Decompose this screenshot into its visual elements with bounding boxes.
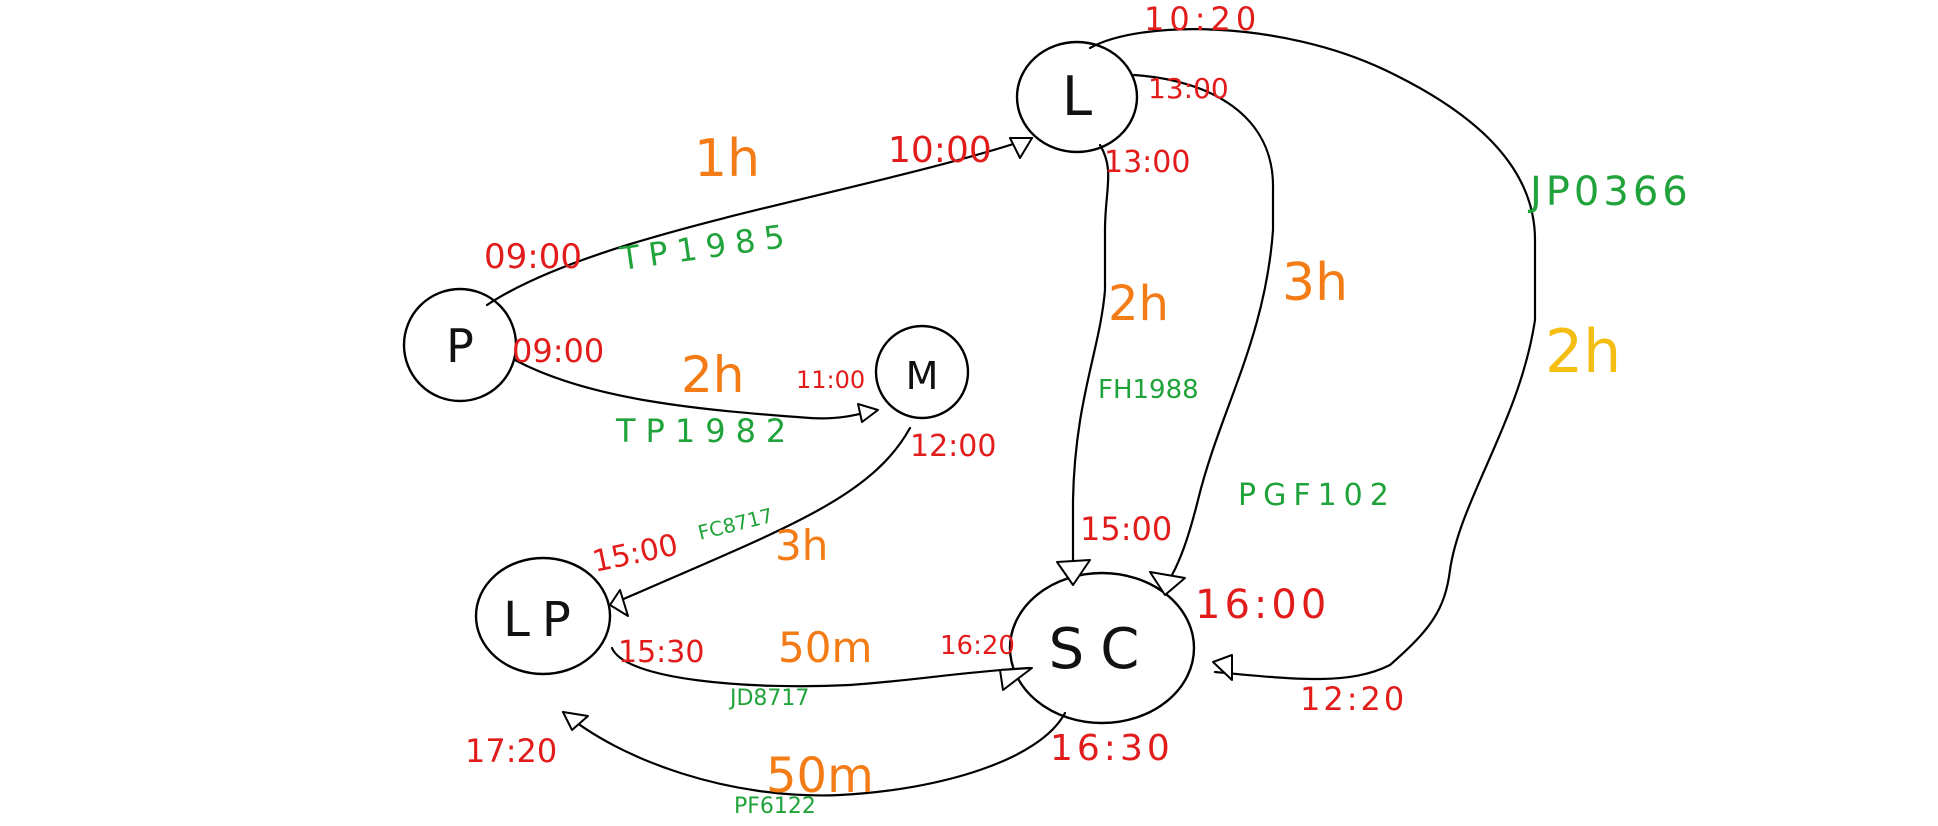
node-lp: LP xyxy=(474,556,612,676)
label-m-lp-arrive: 15:00 xyxy=(589,528,681,580)
label-l-sc-b-duration: 3h xyxy=(1282,253,1348,313)
edge-m-lp-arrowhead xyxy=(609,589,629,617)
edge-sc-lp-arrowhead xyxy=(562,711,589,731)
label-m-lp-depart: 12:00 xyxy=(910,429,996,464)
node-sc-label: SC xyxy=(1049,617,1156,682)
node-lp-label: LP xyxy=(503,592,583,648)
label-sc-lp-arrive: 17:20 xyxy=(465,732,557,770)
edge-l-sc-c-arrowhead xyxy=(1212,654,1233,681)
edge-l-sc-b-arrowhead xyxy=(1149,571,1186,596)
label-p-l-duration: 1h xyxy=(694,129,760,189)
label-sc-lp-duration: 50m xyxy=(766,748,874,804)
node-sc: SC xyxy=(1008,571,1196,725)
label-p-l-arrive: 10:00 xyxy=(888,130,992,171)
edge-lp-sc xyxy=(610,646,1032,688)
node-l-label: L xyxy=(1062,65,1092,128)
label-l-sc-a-depart: 13:00 xyxy=(1104,145,1190,180)
node-l: L xyxy=(1015,40,1139,154)
label-l-sc-c-depart: 10:20 xyxy=(1144,0,1261,38)
node-p: P xyxy=(402,287,518,403)
edge-p-m xyxy=(513,358,878,420)
node-m: M xyxy=(874,324,970,420)
edge-l-sc-a-arrowhead xyxy=(1056,559,1091,586)
edge-l-sc-c xyxy=(1088,28,1537,681)
label-l-sc-c-flight: JP0366 xyxy=(1527,169,1692,215)
edge-l-sc-b xyxy=(1132,73,1275,577)
label-lp-sc-arrive: 16:20 xyxy=(940,631,1015,661)
label-m-lp-duration: 3h xyxy=(775,521,828,570)
node-p-label: P xyxy=(446,319,474,373)
label-lp-sc-depart: 15:30 xyxy=(618,635,704,670)
label-p-m-depart: 09:00 xyxy=(512,332,604,370)
label-l-sc-a-arrive: 15:00 xyxy=(1080,510,1172,548)
label-l-sc-b-arrive: 16:00 xyxy=(1195,582,1330,628)
edge-sc-lp xyxy=(561,710,1067,797)
node-m-circle xyxy=(874,324,970,420)
label-sc-lp-depart: 16:30 xyxy=(1050,728,1174,769)
label-p-m-duration: 2h xyxy=(681,346,745,404)
node-p-circle xyxy=(402,287,518,403)
label-sc-lp-flight: PF6122 xyxy=(734,794,816,819)
node-l-circle xyxy=(1015,40,1139,154)
label-lp-sc-duration: 50m xyxy=(778,623,872,672)
label-l-sc-b-flight: PGF102 xyxy=(1238,478,1396,513)
edge-p-l-arrowhead xyxy=(1009,137,1033,159)
edge-p-l xyxy=(485,136,1034,307)
edge-m-lp xyxy=(608,426,912,607)
label-p-m-flight: TP1982 xyxy=(615,412,796,450)
label-lp-sc-flight: JD8717 xyxy=(728,686,809,711)
node-sc-circle xyxy=(1008,571,1196,725)
edge-lp-sc-arrowhead xyxy=(999,667,1033,691)
edge-p-m-arrowhead xyxy=(857,403,879,423)
label-l-sc-a-duration: 2h xyxy=(1108,276,1169,332)
label-l-sc-a-flight: FH1988 xyxy=(1098,375,1199,405)
label-p-l-flight: TP1985 xyxy=(617,216,796,278)
label-l-sc-c-arrive: 12:20 xyxy=(1300,680,1407,718)
label-l-sc-c-duration: 2h xyxy=(1545,317,1621,387)
node-lp-circle xyxy=(474,556,612,676)
label-p-l-depart: 09:00 xyxy=(484,237,582,277)
label-p-m-arrive: 11:00 xyxy=(796,366,865,394)
edge-l-sc-a xyxy=(1071,143,1110,562)
node-m-label: M xyxy=(906,354,939,398)
label-l-sc-b-depart: 13:00 xyxy=(1148,72,1229,105)
